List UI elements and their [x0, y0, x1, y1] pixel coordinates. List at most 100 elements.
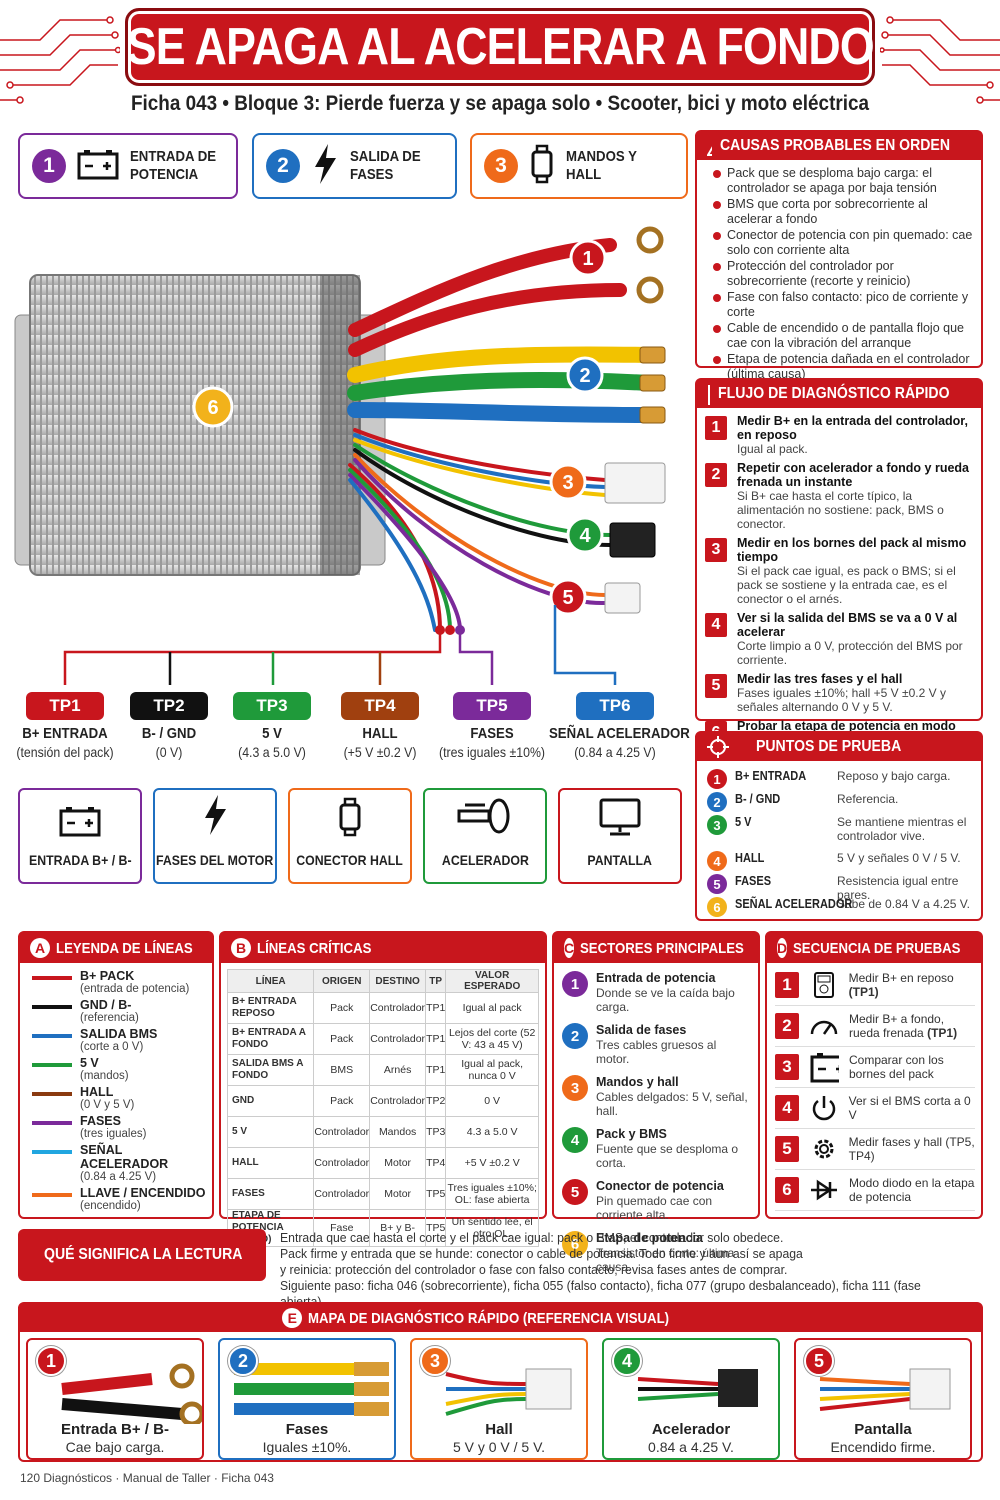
power-icon [809, 1094, 839, 1122]
flow-step-desc: Fases iguales ±10%; hall +5 V ±0.2 V y s… [737, 686, 946, 714]
map-sub: Iguales ±10%. [262, 1439, 352, 1455]
map-sub: 5 V y 0 V / 5 V. [452, 1439, 546, 1455]
test-point-row: 4 HALL 5 V y señales 0 V / 5 V. [697, 851, 981, 874]
cause-item: BMS que corta por sobrecorriente al acel… [707, 197, 975, 226]
sequence-item: 5 Medir fases y hall (TP5, TP4) [775, 1129, 975, 1170]
throttle-icon [457, 797, 513, 842]
controller-diagram: 1 2 3 4 5 6 [14, 226, 666, 685]
meaning-line: y reinicia: protección del controlador o… [280, 1262, 788, 1277]
flow-header: FLUJO DE DIAGNÓSTICO RÁPIDO [697, 380, 981, 408]
table-cell: B+ ENTRADA A FONDO [226, 1023, 315, 1055]
icon-box-5: PANTALLA [558, 788, 682, 884]
test-points-panel: PUNTOS DE PRUEBA 1 B+ ENTRADA Reposo y b… [695, 731, 983, 921]
table-cell: TP5 [425, 1178, 447, 1210]
flow-step-title: Medir B+ en la entrada del controlador, … [737, 414, 968, 442]
flow-panel: FLUJO DE DIAGNÓSTICO RÁPIDO 1 Medir B+ e… [695, 378, 983, 803]
point-desc: Se mantiene mientras el controlador vive… [837, 815, 967, 843]
flow-step-desc: Si B+ cae hasta el corte típico, la alim… [737, 489, 944, 531]
sequence-item: 6 Modo diodo en la etapa de potencia [775, 1170, 975, 1211]
legend-item: LLAVE / ENCENDIDO(encendido) [32, 1186, 206, 1213]
legend-item: SEÑAL ACELERADOR(0.84 a 4.25 V) [32, 1143, 206, 1184]
table-cell: Controlador [369, 1023, 427, 1055]
table-cell: Pack [313, 992, 371, 1024]
top-box-number: 1 [32, 149, 66, 183]
circuit-decoration-left [0, 16, 120, 104]
table-cell: Fase [313, 1209, 371, 1247]
meaning-label: QUÉ SIGNIFICA LA LECTURA [18, 1229, 266, 1281]
connector-icon [528, 144, 556, 189]
causes-list: Pack que se desploma bajo carga: el cont… [697, 160, 981, 381]
table-cell: TP4 [425, 1147, 447, 1179]
table-cell: BMS [313, 1054, 371, 1086]
legend-swatch [32, 1092, 72, 1096]
meaning-line: Pack firme y entrada que se hunde: conec… [280, 1246, 803, 1261]
legend-swatch [32, 1063, 72, 1067]
test-point-label: 5 V [262, 725, 282, 742]
table-cell: Tres iguales ±10%; OL: fase abierta [445, 1178, 539, 1210]
table-cell: TP1 [425, 992, 447, 1024]
table-cell: Igual al pack, nunca 0 V [445, 1054, 539, 1086]
table-cell: Controlador [313, 1116, 371, 1148]
test-point-value: (4.3 a 5.0 V) [238, 744, 306, 760]
monitor-icon [598, 797, 642, 842]
map-item-3: 3 Hall 5 V y 0 V / 5 V. [410, 1338, 588, 1460]
table-cell: 0 V [445, 1085, 539, 1117]
top-box-label: SALIDA DE FASES [350, 148, 421, 183]
test-point-badge-6: TP6 [576, 692, 654, 720]
flow-step-desc: Corte limpio a 0 V, protección del BMS p… [737, 639, 963, 667]
lightning-icon [310, 142, 340, 191]
points-list: 1 B+ ENTRADA Reposo y bajo carga. 2 B- /… [697, 761, 981, 920]
test-point-label: B- / GND [141, 725, 197, 742]
page-subtitle: Ficha 043 • Bloque 3: Pierde fuerza y se… [131, 92, 869, 115]
test-point-badge-1: TP1 [26, 692, 104, 720]
table-cell: GND [226, 1085, 315, 1117]
point-desc: Resistencia igual entre pares. [837, 874, 959, 902]
table-cell: Motor [369, 1178, 427, 1210]
table-cell: Lejos del corte (52 V: 43 a 45 V) [445, 1023, 539, 1055]
multimeter-icon [809, 971, 839, 999]
point-desc: 5 V y señales 0 V / 5 V. [837, 851, 961, 865]
map-title: Pantalla [854, 1421, 912, 1438]
icon-box-4: ACELERADOR [423, 788, 547, 884]
table-cell: B+ y B- [369, 1209, 427, 1247]
flow-step-number: 2 [705, 463, 727, 487]
meaning-text: Entrada que cae hasta el corte y el pack… [280, 1230, 952, 1310]
table-cell: Pack [313, 1023, 371, 1055]
crosshair-icon [707, 736, 729, 758]
test-point-row: 5 FASES Resistencia igual entre pares. [697, 874, 981, 902]
point-name: 5 V [735, 815, 752, 829]
map-illustration [32, 1354, 202, 1429]
point-desc: Sube de 0.84 V a 4.25 V. [837, 897, 971, 911]
page-footer: 120 Diagnósticos · Manual de Taller · Fi… [20, 1471, 274, 1485]
sequence-item: 1 Medir B+ en reposo (TP1) [775, 965, 975, 1006]
table-cell: 4.3 a 5.0 V [445, 1116, 539, 1148]
cause-item: Cable de encendido o de pantalla flojo q… [707, 321, 975, 350]
icon-box-label: CONECTOR HALL [296, 852, 404, 868]
icon-box-label: FASES DEL MOTOR [156, 852, 274, 868]
table-cell: Un sentido lee, el otro OL. [445, 1209, 539, 1247]
table-header: TP [425, 969, 447, 993]
sequence-item: 3 Comparar con los bornes del pack [775, 1047, 975, 1088]
cause-item: Conector de potencia con pin quemado: ca… [707, 228, 975, 257]
cause-item: Pack que se desploma bajo carga: el cont… [707, 166, 975, 195]
table-cell: B+ ENTRADA REPOSO [226, 992, 315, 1024]
table-cell: 5 V [226, 1116, 315, 1148]
title-banner: SE APAGA AL ACELERAR A FONDO [125, 8, 875, 86]
page-title: SE APAGA AL ACELERAR A FONDO [126, 18, 875, 76]
table-cell: TP2 [425, 1085, 447, 1117]
table-cell: Controlador [313, 1178, 371, 1210]
map-title: Fases [285, 1421, 329, 1438]
cause-item: Protección del controlador por sobrecorr… [707, 259, 975, 288]
legend-swatch [32, 1121, 72, 1125]
flow-step-number: 3 [705, 538, 727, 562]
table-cell: TP5 [425, 1209, 447, 1247]
diode-icon [809, 1178, 839, 1202]
connector-icon [336, 797, 364, 842]
